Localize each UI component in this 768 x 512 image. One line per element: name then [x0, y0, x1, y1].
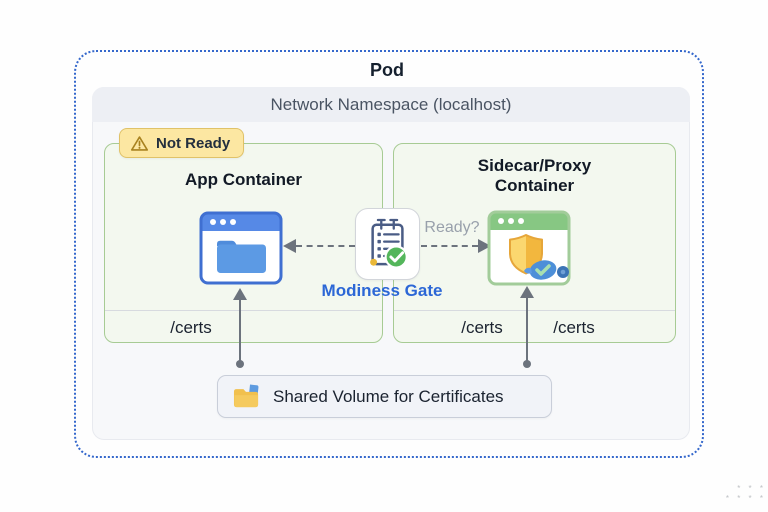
network-namespace-header: Network Namespace (localhost) — [92, 87, 690, 122]
sidecar-title-line1: Sidecar/Proxy — [477, 156, 592, 175]
sidecar-container-title: Sidecar/Proxy Container — [393, 156, 676, 196]
app-container-divider — [105, 310, 382, 311]
readiness-gate-box — [355, 208, 420, 280]
sidecar-container-divider — [394, 310, 675, 311]
volume-connector-sidecar — [526, 297, 528, 362]
shared-volume-label: Shared Volume for Certificates — [273, 386, 504, 406]
sidecar-mount-label-right: /certs — [553, 318, 595, 337]
not-ready-status-badge: Not Ready — [119, 128, 245, 158]
ready-question-label: Ready? — [424, 219, 480, 236]
pod-title: Pod — [370, 60, 404, 80]
arrowhead-up-sidecar-icon — [520, 286, 534, 298]
connector-dot-sidecar — [523, 360, 531, 368]
arrowhead-left-icon — [283, 239, 296, 253]
shared-folder-icon — [233, 384, 259, 408]
app-container-title: App Container — [184, 170, 303, 189]
pod-boundary — [74, 50, 704, 458]
dashed-connector-gate-to-sidecar — [421, 245, 478, 247]
arrowhead-up-app-icon — [233, 288, 247, 300]
network-namespace-title: Network Namespace (localhost) — [270, 94, 512, 114]
not-ready-badge-label: Not Ready — [156, 134, 231, 152]
sidecar-title-line2: Container — [494, 176, 575, 195]
readiness-gate-label: Modiness Gate — [321, 281, 443, 300]
shared-volume-box: Shared Volume for Certificates — [217, 375, 552, 418]
volume-connector-app — [239, 299, 241, 362]
app-mount-label: /certs — [170, 318, 212, 337]
shield-window-icon — [487, 210, 571, 286]
dashed-connector-gate-to-app — [296, 245, 355, 247]
sidecar-mount-label-left: /certs — [461, 318, 503, 337]
watermark-row: * * * * — [725, 494, 766, 503]
warning-triangle-icon — [130, 135, 149, 151]
connector-dot-app — [236, 360, 244, 368]
watermark-row: * * * — [737, 484, 766, 493]
checklist-check-icon — [369, 218, 408, 269]
app-window-folder-icon — [199, 211, 283, 285]
